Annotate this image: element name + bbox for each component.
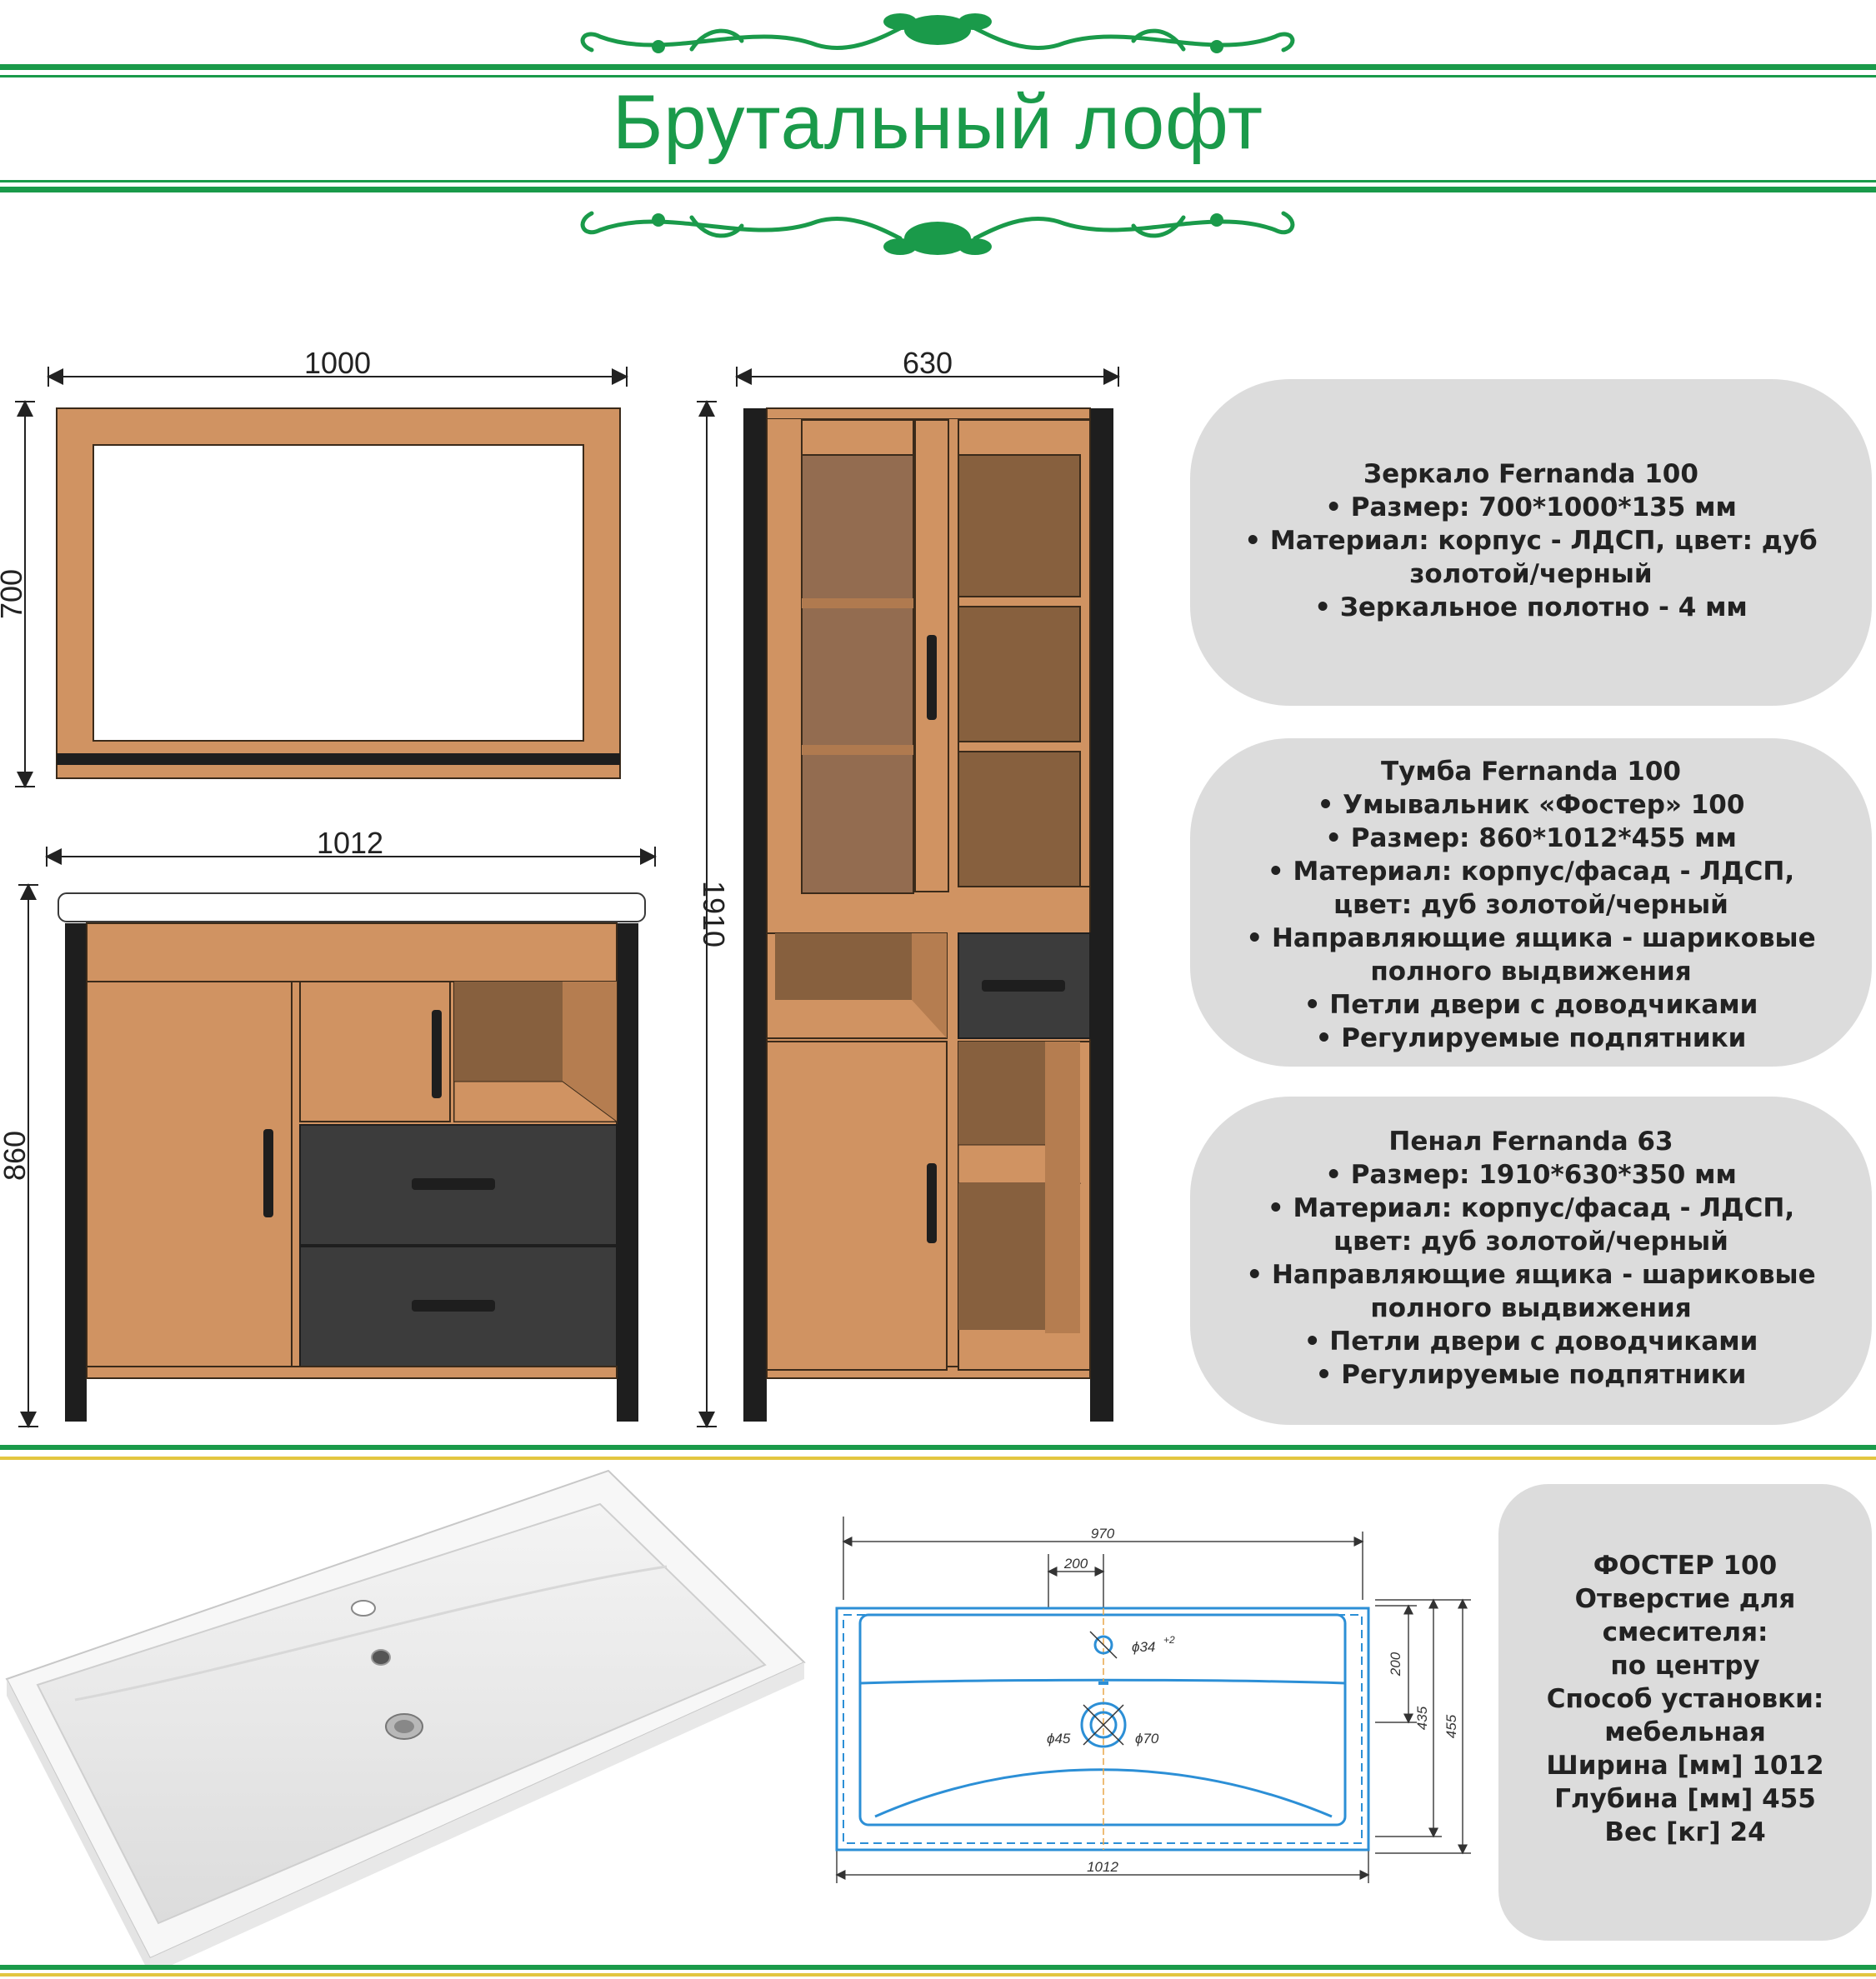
vanity-panel-line: • Петли двери с доводчиками (1303, 990, 1758, 1020)
foster-panel-line: Способ установки: (1546, 1684, 1824, 1714)
basin-hole-diameter-label: ϕ34 (1132, 1639, 1155, 1655)
mirror-panel-line: • Зеркальное полотно - 4 мм (1314, 592, 1748, 622)
mirror-panel-line: • Размер: 700*1000*135 мм (1325, 492, 1737, 522)
pencil-panel-line: • Направляющие ящика - шариковые (1246, 1260, 1816, 1290)
mirror-height-dimension (15, 400, 35, 788)
basin-depth-edge-label: 200 (1388, 1652, 1403, 1677)
mirror-panel-line: золотой/черный (1409, 559, 1653, 589)
basin-drain-inner-label: ϕ45 (1047, 1731, 1071, 1747)
section-divider-yellow (0, 1457, 1876, 1460)
mirror-width-label: 1000 (304, 346, 371, 380)
vanity-width-label: 1012 (317, 826, 383, 860)
pencil-width-dimension (735, 367, 1120, 387)
header-bottom-line-thin (0, 180, 1876, 182)
foster-panel-line: Глубина [мм] 455 (1554, 1784, 1816, 1814)
basin-length-label: 970 (1091, 1526, 1115, 1542)
mirror-drawing (56, 407, 621, 779)
vanity-height-dimension (18, 883, 38, 1428)
foster-panel-line: Ширина [мм] 1012 (1546, 1751, 1824, 1781)
footer-line-yellow (0, 1973, 1876, 1977)
pencil-panel-line: • Петли двери с доводчиками (1303, 1327, 1758, 1357)
vanity-drawing (58, 892, 646, 1422)
footer-line-green (0, 1965, 1876, 1970)
basin-base-length-label: 1012 (1087, 1859, 1118, 1875)
pencil-width-label: 630 (903, 346, 953, 380)
vanity-panel-line: • Умывальник «Фостер» 100 (1317, 790, 1745, 820)
bottom-ornament-icon (580, 211, 1295, 255)
vanity-panel-line: • Размер: 860*1012*455 мм (1325, 823, 1737, 853)
vanity-panel-line: полного выдвижения (1370, 957, 1692, 987)
header-top-line-thick (0, 64, 1876, 70)
info-panel-mirror: Зеркало Fernanda 100 • Размер: 700*1000*… (1190, 379, 1872, 706)
section-divider-green (0, 1445, 1876, 1450)
vanity-panel-line: • Регулируемые подпятники (1315, 1023, 1747, 1053)
pencil-panel-line: • Регулируемые подпятники (1315, 1360, 1747, 1390)
basin-technical-drawing: 970 200 ϕ34 +2 ϕ45 ϕ70 200 435 455 1012 (835, 1517, 1471, 1883)
basin-depth-total-label: 455 (1443, 1714, 1459, 1738)
basin-photo (5, 1469, 806, 1967)
basin-drain-outer-label: ϕ70 (1135, 1731, 1159, 1747)
foster-panel-line: смесителя: (1602, 1617, 1768, 1647)
vanity-height-label: 860 (0, 1131, 32, 1181)
mirror-panel-title: Зеркало Fernanda 100 (1363, 459, 1698, 489)
pencil-height-dimension (697, 400, 717, 1428)
header-top-line-thin (0, 75, 1876, 77)
vanity-panel-title: Тумба Fernanda 100 (1381, 757, 1681, 787)
foster-panel-line: мебельная (1604, 1717, 1766, 1747)
foster-panel-line: Отверстие для (1574, 1584, 1796, 1614)
basin-hole-offset-label: 200 (1063, 1556, 1088, 1572)
foster-panel-line: по центру (1610, 1651, 1760, 1681)
pencil-height-label: 1910 (697, 881, 731, 947)
vanity-panel-line: • Направляющие ящика - шариковые (1246, 923, 1816, 953)
mirror-panel-line: • Материал: корпус - ЛДСП, цвет: дуб (1244, 526, 1818, 556)
vanity-panel-line: • Материал: корпус/фасад - ЛДСП, (1267, 857, 1795, 887)
pencil-panel-title: Пенал Fernanda 63 (1388, 1127, 1673, 1157)
info-panel-pencil: Пенал Fernanda 63 • Размер: 1910*630*350… (1190, 1097, 1872, 1425)
info-panel-vanity: Тумба Fernanda 100 • Умывальник «Фостер»… (1190, 738, 1872, 1067)
pencil-panel-line: • Размер: 1910*630*350 мм (1325, 1160, 1737, 1190)
vanity-width-dimension (45, 847, 657, 867)
basin-depth-inner-label: 435 (1414, 1706, 1430, 1730)
pencil-panel-line: полного выдвижения (1370, 1293, 1692, 1323)
pencil-panel-line: цвет: дуб золотой/черный (1333, 1227, 1728, 1257)
pencil-panel-line: • Материал: корпус/фасад - ЛДСП, (1267, 1193, 1795, 1223)
page-title: Брутальный лофт (613, 80, 1263, 165)
foster-panel-line: Вес [кг] 24 (1604, 1817, 1766, 1847)
pencil-cabinet-drawing (743, 407, 1113, 1422)
header-bottom-line-thick (0, 187, 1876, 192)
top-ornament-icon (580, 13, 1295, 53)
basin-hole-tolerance-label: +2 (1163, 1634, 1175, 1646)
vanity-panel-line: цвет: дуб золотой/черный (1333, 890, 1728, 920)
mirror-width-dimension (47, 367, 628, 387)
info-panel-foster: ФОСТЕР 100 Отверстие для смесителя: по ц… (1498, 1484, 1872, 1941)
mirror-height-label: 700 (0, 569, 28, 619)
foster-panel-title: ФОСТЕР 100 (1593, 1551, 1778, 1581)
